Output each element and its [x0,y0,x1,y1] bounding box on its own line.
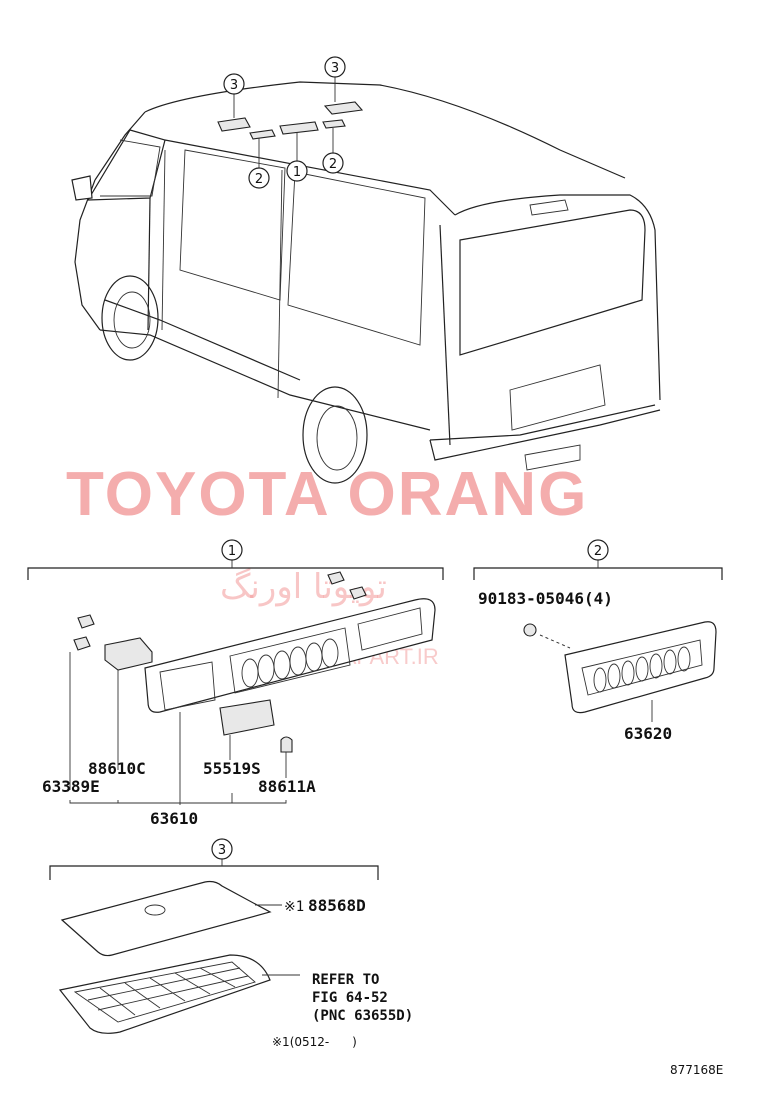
screw-90183 [523,623,537,637]
watermark-persian: تویوتا اورنگ [220,567,387,607]
van-callout-2-right: 2 [322,152,344,174]
lamp-socket-88610c [104,637,153,671]
svg-text:3: 3 [230,78,238,93]
label-88610c: 88610C [88,759,146,778]
roof-grille-63655d [58,954,271,1034]
label-88568d: 88568D [308,896,366,915]
map-lamp-housing-63610 [144,598,436,713]
section-1-bracket: 1 [27,539,444,580]
diagram-code: 877168E [670,1063,723,1077]
bulb-88611a [280,736,293,753]
lamp-clip-lower [73,636,91,651]
section-1-callout: 1 [228,544,236,559]
roof-lamp-3-right [323,101,364,115]
refer-line-3: (PNC 63655D) [312,1008,413,1024]
van-callout-3-right: 3 [324,56,346,78]
housing-clip-top-left [327,571,345,585]
van-callout-1: 1 [286,160,308,182]
roof-lamp-2-right [322,119,346,129]
watermark-main: TOYOTA ORANG [66,460,588,529]
section-3-callout: 3 [218,843,226,858]
refer-line-2: FIG 64-52 [312,990,388,1006]
housing-clip-top-right [349,586,367,600]
label-88611a: 88611A [258,777,316,796]
van-callout-2-left: 2 [248,167,270,189]
label-90183-05046: 90183-05046(4) [478,589,613,608]
section-3-bracket: 3 [49,838,379,880]
svg-text:3: 3 [331,61,339,76]
label-63610: 63610 [150,809,198,828]
van-illustration: 3 3 2 1 2 [71,56,661,484]
roof-lamp-1 [279,121,319,135]
svg-text:1: 1 [293,165,301,180]
switch-lens-55519s [219,699,275,736]
label-63620: 63620 [624,724,672,743]
roof-lamp-3-left [217,117,251,132]
van-callout-3-left: 3 [223,73,245,95]
label-63389e: 63389E [42,777,100,796]
svg-text:2: 2 [255,172,263,187]
section-2-callout: 2 [594,544,602,559]
roof-lamp-2-left [249,129,276,140]
dome-lamp-63620 [564,621,717,714]
gasket-plate-88568d [60,880,272,957]
section-2-bracket: 2 [473,539,723,580]
label-88568d-mark: ※1 [284,899,304,915]
footnote-production-range: ※1(0512- ) [272,1035,357,1049]
refer-line-1: REFER TO [312,972,379,988]
label-55519s: 55519S [203,759,261,778]
svg-text:2: 2 [329,157,337,172]
lamp-clip-upper [77,614,95,629]
